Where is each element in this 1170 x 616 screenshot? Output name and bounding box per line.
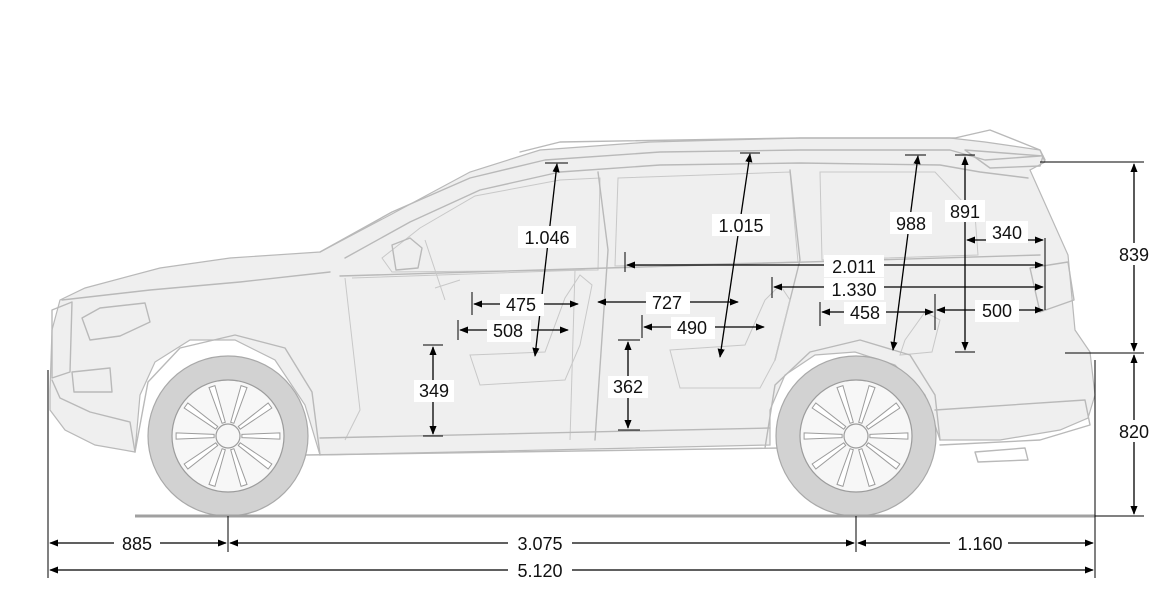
steering-wheel	[424, 239, 461, 301]
wheel-spoke	[237, 442, 273, 470]
label-third-row-legroom: 458	[850, 303, 880, 323]
side-step	[304, 447, 781, 456]
label-overall-length: 5.120	[517, 561, 562, 581]
label-wheelbase: 3.075	[517, 534, 562, 554]
label-front-seat-depth-lower: 508	[493, 321, 523, 341]
label-front-seat-depth-upper: 475	[506, 295, 536, 315]
label-middle-seat-height: 362	[613, 377, 643, 397]
rear-wheel	[775, 355, 937, 517]
fog-light	[71, 367, 113, 393]
roof-rail	[519, 129, 1046, 161]
label-middle-seat-depth: 490	[677, 318, 707, 338]
wheel-spoke	[175, 432, 215, 440]
wheel-spoke	[865, 442, 901, 470]
rear-wheel-arch	[764, 339, 941, 449]
wheel-spoke	[237, 402, 273, 430]
wheel-spoke	[858, 385, 876, 424]
front-wheel-spokes	[175, 385, 281, 487]
front-bumper	[51, 379, 136, 453]
label-rear-lower-height: 820	[1119, 422, 1149, 442]
label-rear-upper-height: 839	[1119, 245, 1149, 265]
label-middle-legroom: 727	[652, 293, 682, 313]
tail-light	[1029, 261, 1075, 313]
label-load-length-mid: 1.330	[831, 280, 876, 300]
wheel-spoke	[811, 442, 847, 470]
label-cargo-height: 891	[950, 202, 980, 222]
vehicle-body	[49, 137, 1096, 456]
grille	[51, 301, 73, 379]
rear-wheel-hub	[843, 423, 869, 449]
front-window	[381, 177, 601, 273]
wheel-spoke	[230, 448, 248, 487]
label-load-length-max: 2.011	[832, 257, 876, 277]
label-headroom-front: 1.046	[524, 228, 569, 248]
rear-bumper	[934, 399, 1091, 446]
wheel-spoke	[230, 385, 248, 424]
rear-spoiler	[964, 149, 1044, 169]
wheel-spoke	[208, 385, 226, 424]
wheel-spoke	[865, 402, 901, 430]
wheel-spoke	[183, 402, 219, 430]
label-rear-overhang: 1.160	[957, 534, 1002, 554]
dimension-labels: 885 3.075 1.160 5.120 839 820 1.046 1.01…	[114, 200, 1154, 581]
wheel-spoke	[836, 385, 854, 424]
wheel-spoke	[858, 448, 876, 487]
wheel-spoke	[869, 432, 909, 440]
label-cargo-depth-top: 340	[992, 223, 1022, 243]
hood-line	[61, 271, 331, 301]
front-wheel-hub	[215, 423, 241, 449]
label-headroom-third: 988	[896, 214, 926, 234]
label-front-seat-height: 349	[419, 381, 449, 401]
label-front-overhang: 885	[122, 534, 152, 554]
wheel-spoke	[811, 402, 847, 430]
dim-line-headroom-middle	[717, 153, 753, 358]
label-headroom-middle: 1.015	[718, 216, 763, 236]
dim-line-headroom-third	[890, 155, 921, 351]
wheel-spoke	[208, 448, 226, 487]
exhaust	[974, 447, 1029, 463]
sill	[319, 427, 771, 439]
side-mirror	[391, 237, 423, 271]
wheel-spoke	[836, 448, 854, 487]
front-wheel-arch	[134, 334, 321, 456]
wheel-spoke	[183, 442, 219, 470]
front-wheel	[147, 355, 309, 517]
wheel-spoke	[241, 432, 281, 440]
rear-wheel-spokes	[803, 385, 909, 487]
dim-line-headroom-front	[532, 163, 560, 357]
wheel-spoke	[803, 432, 843, 440]
headlight	[81, 302, 151, 341]
extension-lines	[47, 152, 1144, 578]
label-cargo-depth-floor: 500	[982, 301, 1012, 321]
b-pillar	[594, 171, 609, 441]
